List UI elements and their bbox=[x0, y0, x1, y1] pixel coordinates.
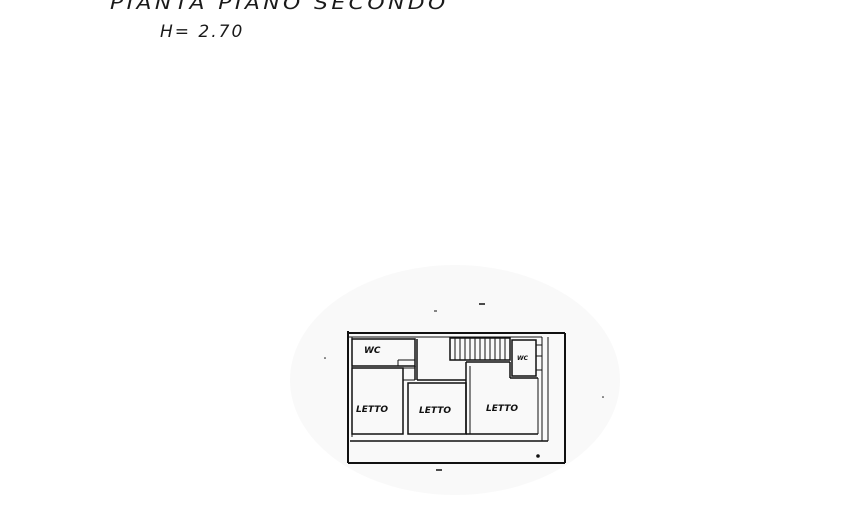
room-wc-left bbox=[351, 338, 416, 367]
room-bedroom-3 bbox=[465, 361, 539, 435]
label-wc-right: WC bbox=[517, 355, 529, 362]
dot-mark bbox=[536, 454, 540, 458]
dot-mark bbox=[324, 357, 326, 359]
corridor bbox=[416, 339, 466, 381]
outer-walls bbox=[347, 331, 566, 464]
dot-mark bbox=[602, 396, 604, 398]
label-wc-left: WC bbox=[364, 346, 381, 356]
room-wc-right bbox=[511, 339, 542, 377]
plan-title: PIANTA PIANO SECONDO bbox=[110, 0, 449, 14]
label-bedroom-2: LETTO bbox=[419, 406, 451, 416]
room-bedroom-1 bbox=[351, 366, 416, 435]
label-bedroom-1: LETTO bbox=[356, 405, 388, 415]
ceiling-height-note: H= 2.70 bbox=[160, 22, 245, 42]
label-bedroom-3: LETTO bbox=[486, 404, 518, 414]
staircase bbox=[449, 337, 511, 361]
